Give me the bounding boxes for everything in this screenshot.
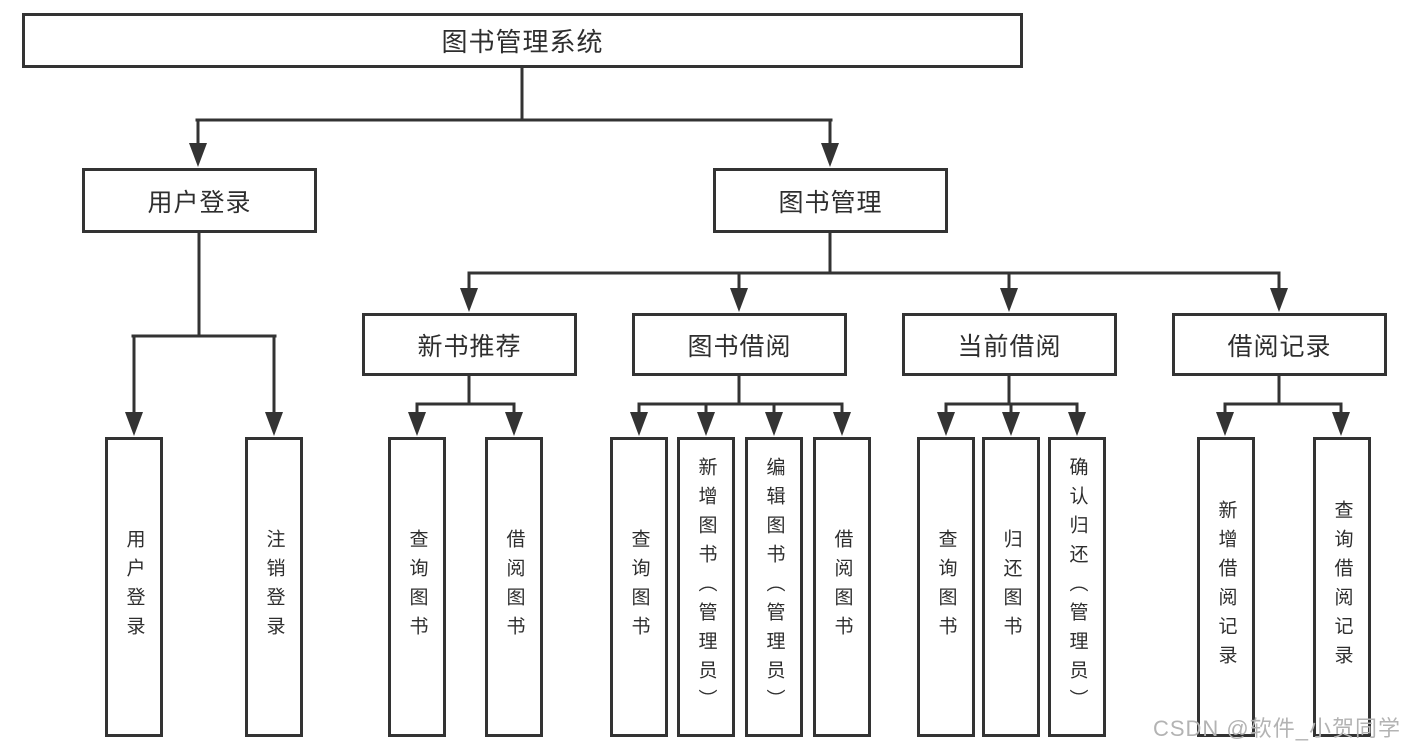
node-book-management-label: 图书管理	[778, 188, 883, 217]
leaf-user-login-label: 用户登录	[123, 529, 145, 645]
node-root-label: 图书管理系统	[441, 27, 604, 57]
node-new-book-recommend: 新书推荐	[362, 313, 577, 376]
leaf-bb-borrow-books-label: 借阅图书	[831, 529, 853, 645]
leaf-bb-edit-books-admin-label: 编辑图书（管理员）	[763, 456, 785, 718]
node-book-borrow: 图书借阅	[632, 313, 847, 376]
leaf-user-login: 用户登录	[105, 437, 163, 737]
node-new-book-recommend-label: 新书推荐	[417, 332, 522, 361]
node-book-borrow-label: 图书借阅	[687, 332, 792, 361]
node-borrow-records-label: 借阅记录	[1227, 332, 1332, 361]
leaf-bb-query-books-label: 查询图书	[628, 529, 650, 645]
node-root: 图书管理系统	[22, 13, 1023, 68]
node-user-login-label: 用户登录	[147, 188, 252, 217]
node-current-borrow-label: 当前借阅	[957, 332, 1062, 361]
leaf-nb-query-books-label: 查询图书	[406, 529, 428, 645]
leaf-nb-borrow-books-label: 借阅图书	[503, 529, 525, 645]
leaf-nb-borrow-books: 借阅图书	[485, 437, 543, 737]
leaf-cb-confirm-return-admin-label: 确认归还（管理员）	[1066, 456, 1088, 718]
leaf-logout: 注销登录	[245, 437, 303, 737]
leaf-br-query-record: 查询借阅记录	[1313, 437, 1371, 737]
leaf-cb-return-books: 归还图书	[982, 437, 1040, 737]
leaf-br-add-record: 新增借阅记录	[1197, 437, 1255, 737]
watermark: CSDN @软件_小贺同学	[1152, 716, 1401, 741]
leaf-br-query-record-label: 查询借阅记录	[1331, 500, 1353, 674]
node-user-login: 用户登录	[82, 168, 317, 233]
leaf-cb-query-books: 查询图书	[917, 437, 975, 737]
leaf-nb-query-books: 查询图书	[388, 437, 446, 737]
leaf-bb-edit-books-admin: 编辑图书（管理员）	[745, 437, 803, 737]
leaf-bb-borrow-books: 借阅图书	[813, 437, 871, 737]
leaf-bb-query-books: 查询图书	[610, 437, 668, 737]
leaf-cb-query-books-label: 查询图书	[935, 529, 957, 645]
leaf-bb-add-books-admin-label: 新增图书（管理员）	[695, 456, 717, 718]
leaf-bb-add-books-admin: 新增图书（管理员）	[677, 437, 735, 737]
leaf-logout-label: 注销登录	[263, 529, 285, 645]
leaf-cb-return-books-label: 归还图书	[1000, 529, 1022, 645]
leaf-br-add-record-label: 新增借阅记录	[1215, 500, 1237, 674]
node-book-management: 图书管理	[713, 168, 948, 233]
node-borrow-records: 借阅记录	[1172, 313, 1387, 376]
node-current-borrow: 当前借阅	[902, 313, 1117, 376]
leaf-cb-confirm-return-admin: 确认归还（管理员）	[1048, 437, 1106, 737]
